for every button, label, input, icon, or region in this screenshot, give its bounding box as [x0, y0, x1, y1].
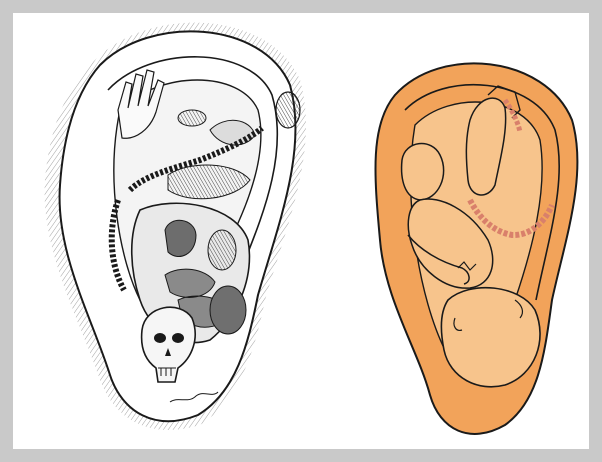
- left-organ-1: [178, 110, 206, 126]
- left-ear-panel: [45, 23, 306, 430]
- left-stomach: [210, 286, 246, 334]
- left-lung: [208, 230, 236, 270]
- right-ear-panel: [375, 63, 577, 434]
- left-kidney-shape: [276, 92, 300, 128]
